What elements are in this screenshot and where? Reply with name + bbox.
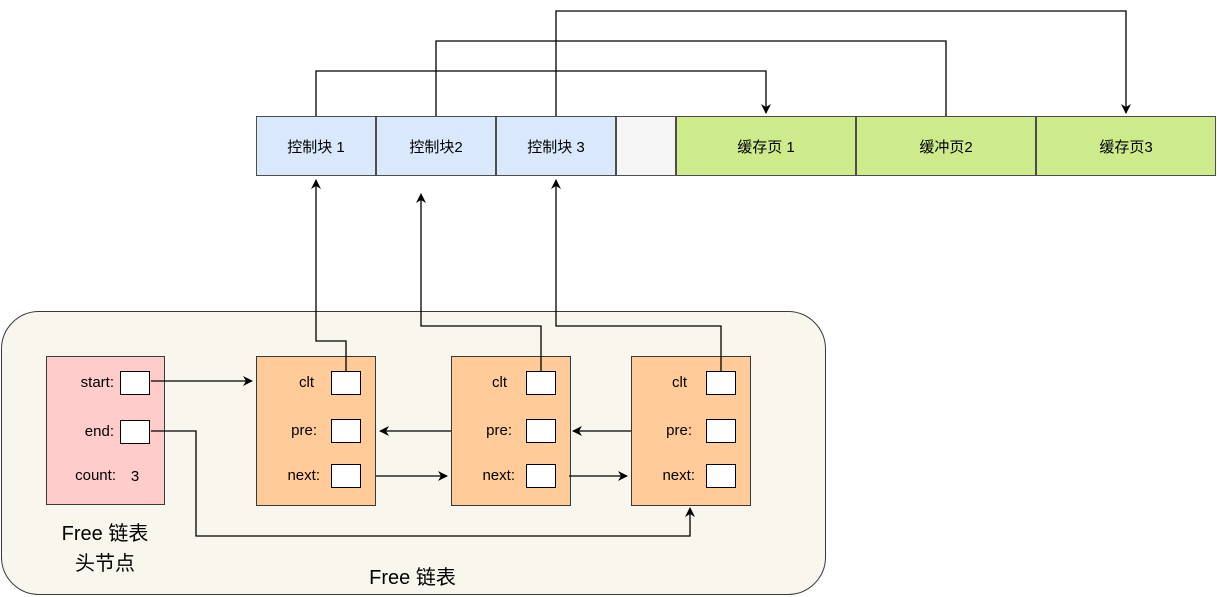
list-node-1-next-label: next: (287, 467, 320, 484)
list-node-1-clt-label: clt (299, 374, 314, 391)
cache-page-1[interactable]: 缓存页 1 (676, 116, 856, 176)
link-control-3-to-page-3 (555, 10, 1131, 116)
control-block-3[interactable]: 控制块 3 (496, 116, 616, 176)
head-node-caption-line1: Free 链表 (61, 523, 149, 545)
link-node-2-to-control-2 (416, 193, 542, 371)
control-block-2-label: 控制块2 (409, 138, 463, 156)
list-node-3-next-cell[interactable] (706, 464, 736, 488)
cache-page-3[interactable]: 缓存页3 (1036, 116, 1216, 176)
head-node-caption-line2: 头节点 (75, 553, 135, 575)
cache-page-1-label: 缓存页 1 (737, 138, 795, 156)
list-node-2-clt-label: clt (492, 374, 507, 391)
control-block-1[interactable]: 控制块 1 (256, 116, 376, 176)
control-block-1-label: 控制块 1 (287, 138, 345, 156)
list-node-2-next-cell[interactable] (526, 464, 556, 488)
end-label: end: (84, 423, 114, 440)
free-list-title: Free 链表 (369, 567, 456, 589)
list-node-1-pre-label: pre: (291, 422, 317, 439)
link-node-1-to-control-1 (311, 179, 347, 371)
list-node-1-next-cell[interactable] (331, 464, 361, 488)
count-value: 3 (130, 467, 140, 485)
cache-page-3-label: 缓存页3 (1099, 138, 1153, 156)
link-control-1-to-page-1 (315, 70, 771, 116)
list-node-3-pre-label: pre: (666, 422, 692, 439)
list-node-3-clt-label: clt (672, 374, 687, 391)
end-pointer-cell[interactable] (120, 420, 150, 444)
cache-page-2[interactable]: 缓冲页2 (856, 116, 1036, 176)
cache-page-2-label: 缓冲页2 (919, 138, 973, 156)
link-page-2-to-control-2 (435, 40, 947, 116)
fragment-space (616, 116, 676, 176)
count-label: count: (75, 467, 116, 484)
list-node-3-pre-cell[interactable] (706, 419, 736, 443)
list-node-2-clt-cell[interactable] (526, 371, 556, 395)
list-node-3-clt-cell[interactable] (706, 371, 736, 395)
list-node-1-clt-cell[interactable] (331, 371, 361, 395)
list-node-2-pre-label: pre: (486, 422, 512, 439)
list-node-2-next-label: next: (482, 467, 515, 484)
control-block-2[interactable]: 控制块2 (376, 116, 496, 176)
list-node-3-next-label: next: (662, 467, 695, 484)
start-pointer-cell[interactable] (120, 371, 150, 395)
link-node-3-to-control-3 (551, 179, 722, 371)
list-node-2-pre-cell[interactable] (526, 419, 556, 443)
list-node-1-pre-cell[interactable] (331, 419, 361, 443)
control-block-3-label: 控制块 3 (527, 138, 585, 156)
start-label: start: (80, 374, 114, 391)
link-head-end-to-node-3 (151, 430, 695, 537)
